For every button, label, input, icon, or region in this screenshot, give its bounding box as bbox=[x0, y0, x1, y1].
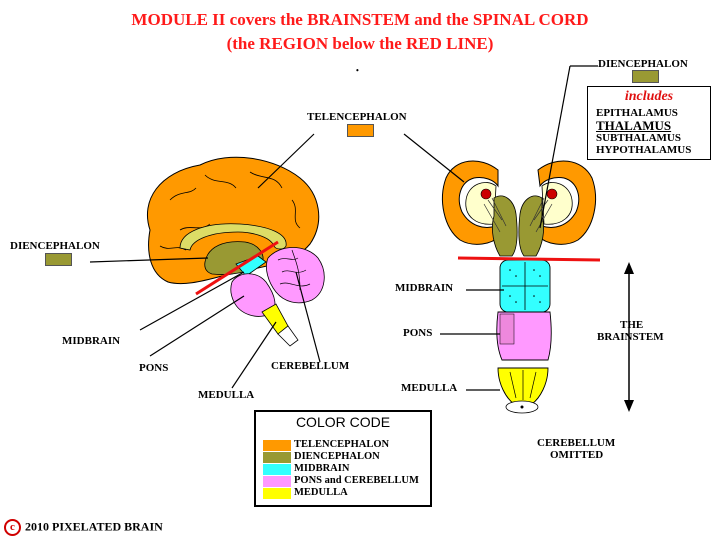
label-midbrain-right: MIDBRAIN bbox=[395, 282, 454, 294]
includes-item-thalamus: THALAMUS bbox=[596, 118, 672, 133]
label-midbrain-left: MIDBRAIN bbox=[62, 335, 121, 347]
color-code-title: COLOR CODE bbox=[295, 414, 391, 430]
swatch-telencephalon bbox=[347, 124, 374, 137]
stray-mark: • bbox=[356, 66, 359, 75]
leader-lines bbox=[89, 65, 598, 391]
label-telencephalon: TELENCEPHALON bbox=[307, 111, 407, 123]
color-code-label: TELENCEPHALON bbox=[294, 439, 390, 450]
page-title: MODULE II covers the BRAINSTEM and the S… bbox=[131, 10, 589, 29]
label-diencephalon-left: DIENCEPHALON bbox=[10, 240, 100, 252]
dorsal-brain bbox=[442, 160, 601, 414]
includes-item-subthalamus: SUBTHALAMUS bbox=[596, 132, 681, 144]
swatch-diencephalon-left bbox=[45, 253, 72, 266]
color-code-label: MIDBRAIN bbox=[294, 463, 350, 474]
color-code-swatch bbox=[263, 476, 291, 487]
color-code-swatch bbox=[263, 440, 291, 451]
color-code-label: PONS and CEREBELLUM bbox=[294, 475, 419, 486]
sagittal-cerebellum bbox=[266, 247, 325, 304]
dorsal-red-line bbox=[457, 256, 601, 262]
copyright-text: 2010 PIXELATED BRAIN bbox=[25, 519, 163, 534]
includes-item-epithalamus: EPITHALAMUS bbox=[596, 107, 678, 119]
label-medulla-left: MEDULLA bbox=[198, 389, 255, 401]
sagittal-red-line bbox=[195, 240, 279, 296]
color-code-label: MEDULLA bbox=[294, 487, 348, 498]
label-cerebellum-omitted-2: OMITTED bbox=[550, 449, 604, 461]
swatch-diencephalon-right bbox=[632, 70, 659, 83]
color-code-box: COLOR CODE TELENCEPHALON DIENCEPHALON MI… bbox=[254, 410, 432, 507]
sagittal-brain bbox=[146, 156, 325, 347]
label-brainstem-line1: THE bbox=[620, 319, 644, 331]
label-diencephalon-right: DIENCEPHALON bbox=[598, 58, 688, 70]
copyright-icon: c bbox=[4, 519, 21, 536]
color-code-swatch bbox=[263, 464, 291, 475]
copyright: c 2010 PIXELATED BRAIN bbox=[4, 519, 163, 536]
dorsal-diencephalon bbox=[492, 195, 544, 257]
color-code-swatch bbox=[263, 452, 291, 463]
label-cerebellum-omitted-1: CEREBELLUM bbox=[537, 437, 616, 449]
includes-title: includes bbox=[624, 89, 674, 104]
brainstem-arrow bbox=[624, 262, 634, 412]
page-subtitle: (the REGION below the RED LINE) bbox=[226, 34, 494, 53]
label-pons-right: PONS bbox=[403, 327, 433, 339]
label-cerebellum-left: CEREBELLUM bbox=[271, 360, 350, 372]
label-pons-left: PONS bbox=[139, 362, 169, 374]
label-medulla-right: MEDULLA bbox=[401, 382, 458, 394]
label-brainstem-line2: BRAINSTEM bbox=[597, 331, 664, 343]
includes-item-hypothalamus: HYPOTHALAMUS bbox=[596, 144, 692, 156]
color-code-label: DIENCEPHALON bbox=[294, 451, 380, 462]
includes-box: includes EPITHALAMUS THALAMUS SUBTHALAMU… bbox=[587, 86, 711, 160]
color-code-swatch bbox=[263, 488, 291, 499]
